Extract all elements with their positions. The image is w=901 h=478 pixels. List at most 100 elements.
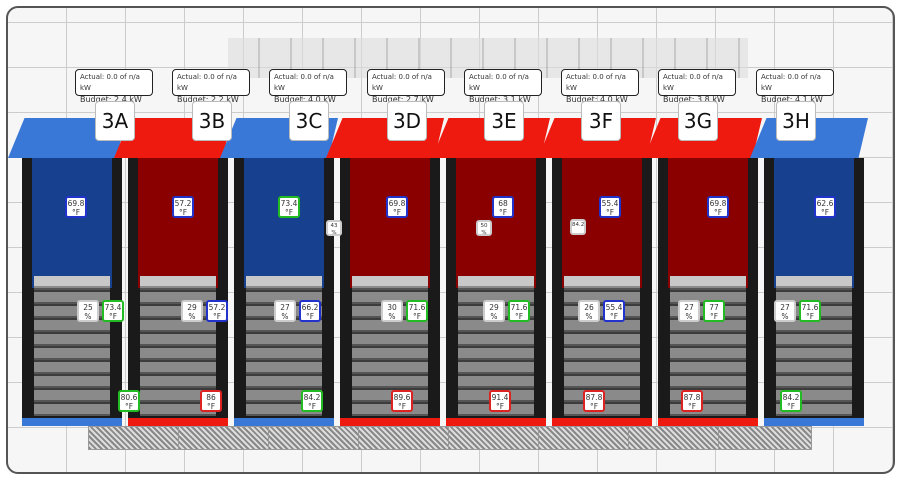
top-temp-sensor-unit: °F [284, 208, 294, 217]
rack-id-label[interactable]: 3C [289, 101, 329, 141]
rack-id-label[interactable]: 3B [192, 101, 232, 141]
bottom-temp-sensor-value: 84.2 [782, 393, 800, 402]
rack-base [340, 418, 440, 426]
rack-door-panel [32, 158, 112, 288]
mid-temp-sensor: 55.4°F [603, 300, 625, 322]
top-temp-sensor-unit: °F [498, 208, 508, 217]
top-temp-sensor-value: 68 [498, 199, 508, 208]
mid-temp-sensor-value: 57.2 [208, 303, 226, 312]
top-temp-sensor: 57.2°F [172, 196, 194, 218]
mid-temp-sensor-unit: °F [212, 312, 222, 321]
top-temp-sensor: 69.8°F [707, 196, 729, 218]
rack-id-label[interactable]: 3H [776, 101, 816, 141]
mid-temp-sensor-unit: °F [108, 312, 118, 321]
rack-door-panel [668, 158, 748, 288]
rack-id-label[interactable]: 3F [581, 101, 621, 141]
rack-3a[interactable] [8, 118, 126, 426]
utilization-badge: 27% [774, 300, 796, 322]
top-temp-sensor: 69.8°F [65, 196, 87, 218]
rack-id-label[interactable]: 3E [484, 101, 524, 141]
utilization-badge-unit: % [84, 312, 92, 321]
rack-base [764, 418, 864, 426]
bottom-temp-sensor: 87.8°F [681, 390, 703, 412]
mid-temp-sensor-value: 73.4 [104, 303, 122, 312]
perforated-floor-tile [538, 426, 632, 450]
utilization-badge-value: 27 [780, 303, 790, 312]
utilization-badge: 30% [381, 300, 403, 322]
actual-power: Actual: 0.0 of n/a kW [663, 73, 723, 92]
background-rack-label: 43% [326, 220, 342, 236]
utilization-badge-value: 29 [489, 303, 499, 312]
actual-power: Actual: 0.0 of n/a kW [761, 73, 821, 92]
background-rack-label: 84.2 [570, 219, 586, 235]
top-temp-sensor-unit: °F [178, 208, 188, 217]
rack-id-label[interactable]: 3G [678, 101, 718, 141]
bottom-temp-sensor: 87.8°F [583, 390, 605, 412]
top-temp-sensor: 62.6°F [814, 196, 836, 218]
bottom-temp-sensor-value: 91.4 [491, 393, 509, 402]
top-temp-sensor-value: 57.2 [174, 199, 192, 208]
top-temp-sensor-value: 62.6 [816, 199, 834, 208]
utilization-badge-value: 27 [684, 303, 694, 312]
utilization-badge: 25% [77, 300, 99, 322]
background-rack-label-unit: % [481, 230, 487, 236]
utilization-badge-value: 25 [83, 303, 93, 312]
rack-door-panel [456, 158, 536, 288]
utilization-badge-value: 26 [584, 303, 594, 312]
top-temp-sensor-value: 69.8 [388, 199, 406, 208]
actual-power: Actual: 0.0 of n/a kW [469, 73, 529, 92]
bottom-temp-sensor-unit: °F [206, 402, 216, 411]
rack-base [658, 418, 758, 426]
rack-id-label[interactable]: 3D [387, 101, 427, 141]
bottom-temp-sensor-unit: °F [124, 402, 134, 411]
bottom-temp-sensor: 80.6°F [118, 390, 140, 412]
bottom-temp-sensor-value: 87.8 [683, 393, 701, 402]
perforated-floor-tile [268, 426, 362, 450]
budget-power: Budget: 3.1 kW [469, 95, 531, 104]
utilization-badge: 27% [678, 300, 700, 322]
budget-power: Budget: 2.2 kW [177, 95, 239, 104]
rack-id-label[interactable]: 3A [95, 101, 135, 141]
mid-temp-sensor-value: 71.6 [510, 303, 528, 312]
utilization-badge-unit: % [781, 312, 789, 321]
power-info-box: Actual: 0.0 of n/a kW Budget: 4.0 kW [269, 69, 347, 104]
bottom-temp-sensor: 91.4°F [489, 390, 511, 412]
mid-temp-sensor: 71.6°F [406, 300, 428, 322]
budget-power: Budget: 3.8 kW [663, 95, 725, 104]
utilization-badge: 29% [181, 300, 203, 322]
top-temp-sensor-value: 69.8 [67, 199, 85, 208]
budget-power: Budget: 4.0 kW [274, 95, 336, 104]
utilization-badge-value: 30 [387, 303, 397, 312]
mid-temp-sensor-value: 77 [709, 303, 719, 312]
power-info-box: Actual: 0.0 of n/a kW Budget: 3.1 kW [464, 69, 542, 104]
utilization-badge-unit: % [585, 312, 593, 321]
mid-temp-sensor-unit: °F [805, 312, 815, 321]
top-temp-sensor-unit: °F [713, 208, 723, 217]
utilization-badge-unit: % [490, 312, 498, 321]
top-temp-sensor: 69.8°F [386, 196, 408, 218]
bottom-temp-sensor-unit: °F [307, 402, 317, 411]
rack-base [234, 418, 334, 426]
bottom-temp-sensor: 84.2°F [780, 390, 802, 412]
budget-power: Budget: 2.4 kW [80, 95, 142, 104]
mid-temp-sensor-unit: °F [305, 312, 315, 321]
actual-power: Actual: 0.0 of n/a kW [274, 73, 334, 92]
mid-temp-sensor: 71.6°F [508, 300, 530, 322]
bottom-temp-sensor-value: 87.8 [585, 393, 603, 402]
actual-power: Actual: 0.0 of n/a kW [372, 73, 432, 92]
bottom-temp-sensor-unit: °F [397, 402, 407, 411]
actual-power: Actual: 0.0 of n/a kW [177, 73, 237, 92]
top-temp-sensor-value: 55.4 [601, 199, 619, 208]
bottom-temp-sensor: 84.2°F [301, 390, 323, 412]
perforated-floor-tile [628, 426, 722, 450]
background-rack-label-unit: % [331, 230, 337, 236]
mid-temp-sensor-value: 71.6 [801, 303, 819, 312]
rack-base [446, 418, 546, 426]
background-rack-label: 50% [476, 220, 492, 236]
bottom-temp-sensor-value: 84.2 [303, 393, 321, 402]
top-temp-sensor-value: 73.4 [280, 199, 298, 208]
